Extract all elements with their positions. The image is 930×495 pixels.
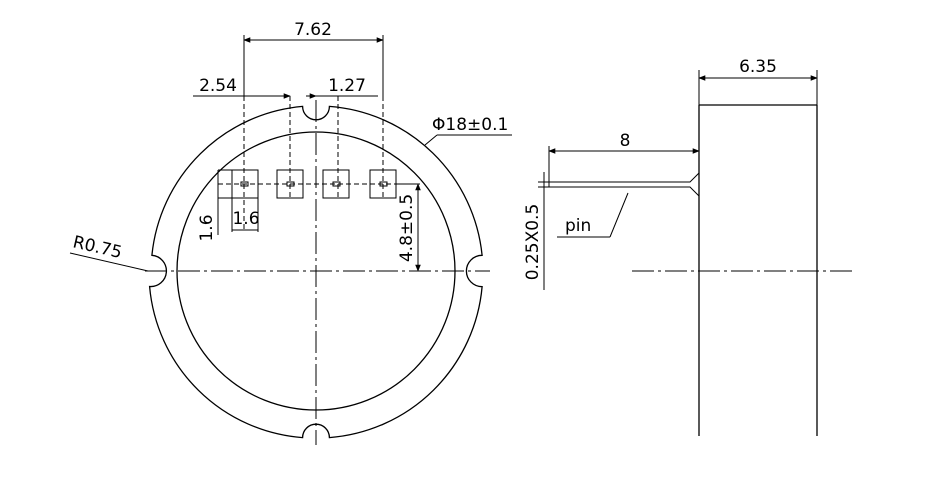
- dim-thickness: 6.35: [739, 57, 777, 77]
- pin-body: [549, 172, 700, 197]
- dim-pin-half-pitch: 1.27: [328, 76, 366, 96]
- side-view: 6.35 8 0.25X0.5 pin: [523, 57, 852, 436]
- dim-diameter: Φ18±0.1: [432, 115, 508, 135]
- dim-pin-offset: 2.54: [199, 76, 237, 96]
- dim-pad-height: 1.6: [197, 214, 217, 241]
- radius-leader: [69, 252, 149, 272]
- dim-pin-height: 4.8±0.5: [397, 194, 417, 262]
- dim-pin-length: 8: [620, 131, 631, 151]
- dim-notch-radius: R0.75: [71, 232, 124, 263]
- dim-pin-span: 7.62: [294, 20, 332, 40]
- dim-pad-width: 1.6: [232, 209, 259, 229]
- outer-ring: [148, 105, 483, 439]
- dim-pin-section: 0.25X0.5: [523, 204, 543, 281]
- pin-label-leader: [609, 192, 629, 238]
- diameter-leader: [424, 134, 438, 146]
- label-pin: pin: [565, 216, 591, 236]
- front-view: 7.62 2.54 1.27 Φ18±0.1 1.6 1.6 4.8±0.5 R…: [69, 20, 512, 445]
